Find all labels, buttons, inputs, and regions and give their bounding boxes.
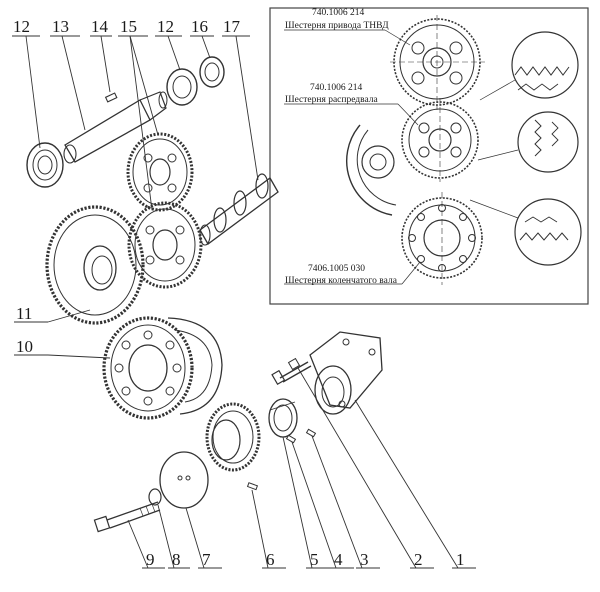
callout-1: 1 bbox=[456, 550, 465, 569]
inset-code-timing: 740.1006 214 bbox=[310, 83, 363, 93]
small-gear-6 bbox=[205, 402, 261, 472]
intermediate-gear-large bbox=[45, 205, 145, 325]
lock-washer-8 bbox=[148, 488, 162, 506]
callout-5: 5 bbox=[310, 550, 319, 569]
camshaft bbox=[199, 173, 279, 246]
inset-crank-ring bbox=[346, 124, 397, 216]
inset-leaders bbox=[284, 29, 421, 285]
callout-16: 16 bbox=[191, 17, 208, 36]
thrust-washer-7 bbox=[159, 451, 209, 509]
inset-label-timing: Шестерня распредвала bbox=[285, 95, 379, 105]
callout-2: 2 bbox=[414, 550, 423, 569]
callout-12-left: 12 bbox=[13, 17, 30, 36]
callout-leaders bbox=[12, 35, 476, 569]
bolt-9 bbox=[93, 501, 161, 533]
callout-4: 4 bbox=[334, 550, 343, 569]
bearing-housing-flange bbox=[309, 331, 383, 415]
callout-9: 9 bbox=[146, 550, 155, 569]
key-14 bbox=[104, 92, 118, 103]
inset-code-hpfp: 740.1006 214 bbox=[312, 8, 365, 18]
callout-15: 15 bbox=[120, 17, 137, 36]
callout-17: 17 bbox=[223, 17, 241, 36]
pin-3 bbox=[305, 428, 317, 438]
crankshaft-hub bbox=[167, 317, 223, 415]
pin-4 bbox=[285, 434, 297, 444]
inset-code-crank: 7406.1005 030 bbox=[308, 264, 365, 274]
inset-gear-crank bbox=[401, 192, 483, 285]
callout-7: 7 bbox=[202, 550, 211, 569]
camshaft-gear bbox=[127, 201, 203, 289]
callout-6: 6 bbox=[266, 550, 275, 569]
pin-6b bbox=[246, 482, 259, 491]
callout-11: 11 bbox=[16, 304, 32, 323]
callout-14: 14 bbox=[91, 17, 109, 36]
inset-label-crank: Шестерня коленчатого вала bbox=[285, 276, 398, 286]
hpfp-drive-gear bbox=[126, 132, 194, 212]
bearing-right bbox=[166, 68, 198, 106]
bolt-2 bbox=[271, 357, 312, 386]
inset-panel: 740.1006 214 Шестерня привода ТНВД 740.1… bbox=[269, 7, 589, 305]
inset-gear-hpfp bbox=[390, 15, 485, 110]
crankshaft-gear bbox=[102, 316, 194, 420]
callout-3: 3 bbox=[360, 550, 369, 569]
spacer-ring-5 bbox=[268, 398, 298, 438]
gear-tooth-mesh-detail bbox=[469, 31, 582, 266]
callout-8: 8 bbox=[172, 550, 181, 569]
callout-10: 10 bbox=[16, 337, 33, 356]
hpfp-drive-shaft bbox=[63, 91, 168, 164]
inset-label-hpfp: Шестерня привода ТНВД bbox=[285, 21, 389, 31]
bearing-left bbox=[26, 142, 64, 188]
spacer-ring-16 bbox=[199, 56, 225, 88]
callout-12-right: 12 bbox=[157, 17, 174, 36]
callout-13: 13 bbox=[52, 17, 69, 36]
inset-gear-timing bbox=[401, 98, 479, 182]
